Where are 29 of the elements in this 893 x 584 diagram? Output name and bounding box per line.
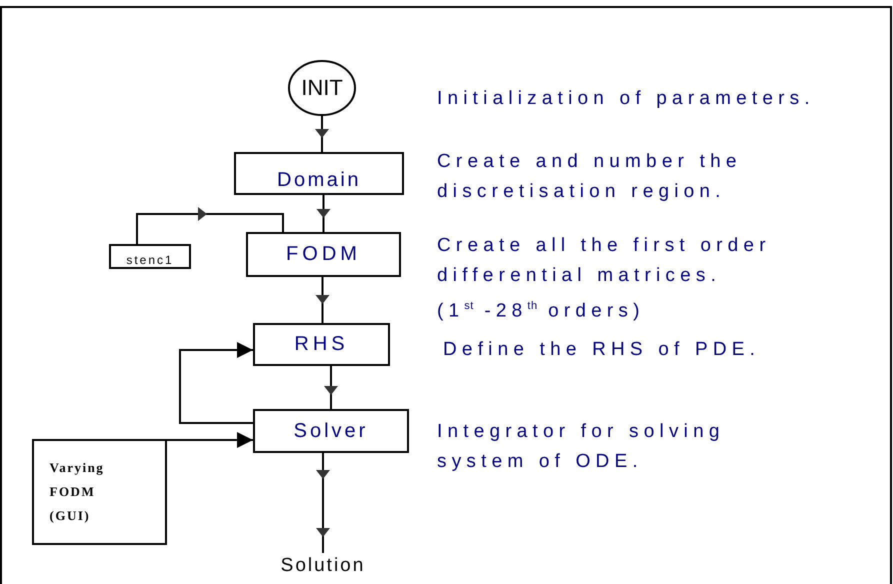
start-circle [288,60,356,116]
process-box [253,409,409,453]
node-label: stenc1 [126,252,174,266]
step-description: Create and number the discretisation region. [437,150,743,204]
process-box [109,244,191,269]
arrow [316,195,330,232]
arrow [315,116,329,152]
output-label: Solution [280,555,366,577]
node-label: Varying FODM (GUI) [50,459,106,525]
arrow [316,277,330,323]
process-box [234,152,404,195]
step-description: Initialization of parameters. [437,87,815,111]
arrow [167,432,253,448]
arrow [179,342,253,424]
node-label: RHS [294,333,349,356]
step-description: (1$^{st}$ -28$^{th}$ orders) [437,299,646,324]
step-description: Integrator for solving system of ODE. [437,420,726,474]
arrow [316,453,330,553]
node-label: INIT [301,75,343,101]
step-description: Create all the first order differential matrices. [437,234,772,288]
node-label: Domain [277,169,361,192]
arrow [136,207,284,244]
process-box [246,232,401,277]
process-box [253,323,390,366]
step-description: Define the RHS of PDE. [443,338,762,362]
arrow [324,366,338,409]
node-label: Solver [294,420,368,442]
node-label: FODM [286,243,361,266]
process-box [32,439,167,545]
